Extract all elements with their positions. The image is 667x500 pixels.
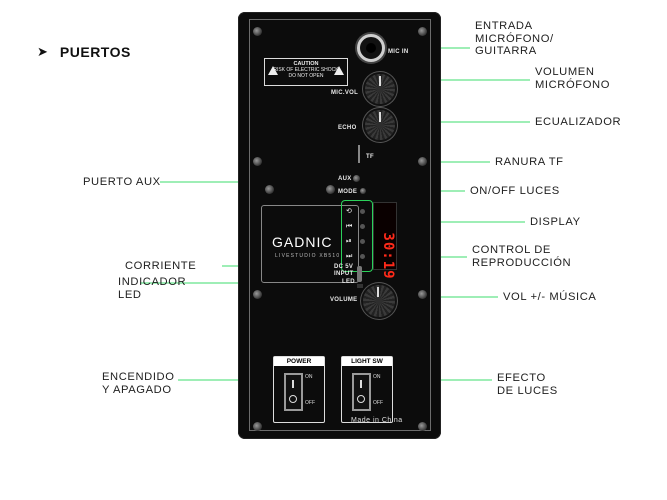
label-display: DISPLAY xyxy=(530,216,581,228)
echo-label: ECHO xyxy=(338,125,357,131)
caution-label: CAUTION RISK OF ELECTRIC SHOCK DO NOT OP… xyxy=(264,58,348,86)
mic-in-label: MIC IN xyxy=(388,49,409,55)
label-power-input: CORRIENTE xyxy=(125,260,197,272)
off-mark-icon xyxy=(357,395,365,403)
aux-port[interactable] xyxy=(353,175,360,182)
label-mic-volume: VOLUMEN MICRÓFONO xyxy=(535,66,611,91)
light-title: LIGHT SW xyxy=(342,357,392,366)
dc-input-port[interactable] xyxy=(357,266,362,282)
off-label: OFF xyxy=(373,400,383,406)
led-dot xyxy=(360,209,365,214)
model-name: LIVESTUDIO XB510 xyxy=(275,253,341,259)
tf-card-slot[interactable] xyxy=(358,145,360,163)
light-switch-box: LIGHT SW ON OFF xyxy=(341,356,393,423)
display-digits: 30:19 xyxy=(380,232,396,280)
screw-icon xyxy=(418,157,427,166)
previous-icon[interactable]: ⏮ xyxy=(346,223,353,230)
play-pause-icon[interactable]: ⏯ xyxy=(346,238,352,245)
brand-logo-box: GADNIC LIVESTUDIO XB510 xyxy=(261,205,359,283)
mic-volume-knob[interactable] xyxy=(365,74,395,104)
label-vol-music: VOL +/- MÚSICA xyxy=(503,291,597,303)
off-label: OFF xyxy=(305,400,315,406)
playback-controls: ⟲ ⏮ ⏯ ⏭ xyxy=(341,200,373,272)
dc-input-label: DC 5V INPUT xyxy=(334,264,354,277)
screw-icon xyxy=(326,185,335,194)
made-in-label: Made in China xyxy=(351,417,403,424)
light-rocker-switch[interactable] xyxy=(352,373,371,411)
mic-vol-label: MIC.VOL xyxy=(331,90,359,96)
led-label: LED xyxy=(342,279,355,285)
led-dot xyxy=(360,239,365,244)
caution-line: RISK OF ELECTRIC SHOCK xyxy=(273,67,339,73)
screw-icon xyxy=(253,27,262,36)
screw-icon xyxy=(265,185,274,194)
label-playback: CONTROL DE REPRODUCCIÓN xyxy=(472,244,572,269)
label-power-switch: ENCENDIDO Y APAGADO xyxy=(102,371,175,396)
screw-icon xyxy=(418,27,427,36)
on-mark-icon xyxy=(360,380,362,388)
echo-knob[interactable] xyxy=(365,110,395,140)
led-indicator xyxy=(357,284,363,288)
screw-icon xyxy=(253,157,262,166)
mic-input-jack[interactable] xyxy=(357,34,385,62)
screw-icon xyxy=(418,422,427,431)
on-label: ON xyxy=(373,374,381,380)
led-dot xyxy=(360,224,365,229)
volume-label: VOLUME xyxy=(330,297,358,303)
heading-title: PUERTOS xyxy=(59,44,131,60)
mode-button[interactable] xyxy=(360,188,366,194)
caution-line: DO NOT OPEN xyxy=(288,73,324,79)
brand-name: GADNIC xyxy=(272,234,333,250)
label-mic-input: ENTRADA MICRÓFONO/ GUITARRA xyxy=(475,20,554,57)
off-mark-icon xyxy=(289,395,297,403)
power-switch-box: POWER ON OFF xyxy=(273,356,325,423)
repeat-icon[interactable]: ⟲ xyxy=(346,208,352,215)
warning-triangle-icon xyxy=(334,66,344,75)
aux-label: AUX xyxy=(338,176,352,182)
screw-icon xyxy=(253,290,262,299)
label-lights-onoff: ON/OFF LUCES xyxy=(470,185,560,197)
label-light-effect: EFECTO DE LUCES xyxy=(497,372,558,397)
screw-icon xyxy=(253,422,262,431)
next-icon[interactable]: ⏭ xyxy=(346,253,353,260)
screw-icon xyxy=(418,290,427,299)
led-display: 30:19 xyxy=(373,202,397,280)
label-aux: PUERTO AUX xyxy=(83,176,161,188)
label-tf-slot: RANURA TF xyxy=(495,156,564,168)
section-heading: ➤ PUERTOS xyxy=(37,44,131,60)
warning-triangle-icon xyxy=(268,66,278,75)
mode-label: MODE xyxy=(338,189,358,195)
caution-title: CAUTION xyxy=(293,61,319,67)
label-equalizer: ECUALIZADOR xyxy=(535,116,622,128)
on-label: ON xyxy=(305,374,313,380)
power-rocker-switch[interactable] xyxy=(284,373,303,411)
power-title: POWER xyxy=(274,357,324,366)
bullet-arrow-icon: ➤ xyxy=(37,44,48,59)
panel-frame xyxy=(249,19,431,431)
on-mark-icon xyxy=(292,380,294,388)
speaker-back-panel: CAUTION RISK OF ELECTRIC SHOCK DO NOT OP… xyxy=(238,12,441,439)
label-led-indicator: INDICADOR LED xyxy=(118,276,187,301)
led-dot xyxy=(360,254,365,259)
tf-label: TF xyxy=(366,154,374,160)
music-volume-knob[interactable] xyxy=(363,285,395,317)
